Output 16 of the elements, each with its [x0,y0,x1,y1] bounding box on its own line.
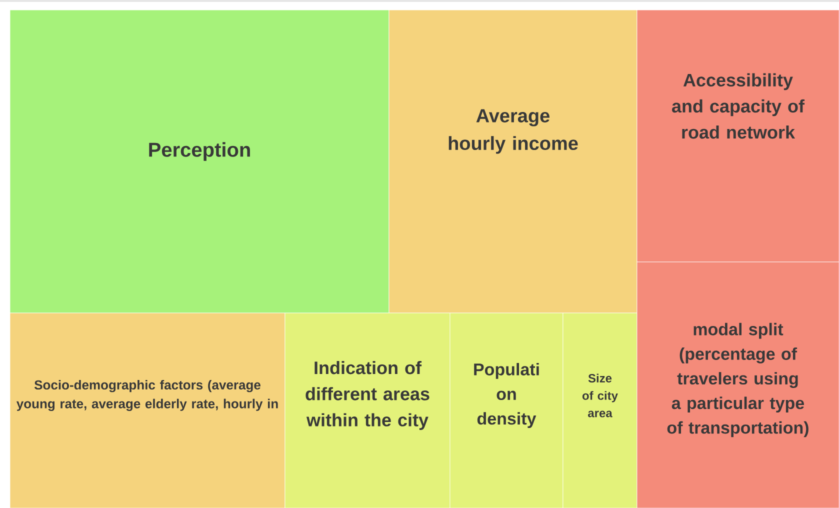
tile-label: Socio-demographic factors (average young rate, average elderly rate, hourly in [16,380,278,411]
treemap-tile [450,312,564,508]
tile-label: modal split (percentage of travelers using a particular type of transportation) [667,322,808,438]
tile-label: Perception [149,142,250,161]
treemap-tile [284,312,450,508]
treemap-tile [636,10,839,262]
tile-label: Indication of different areas within the city [306,361,430,430]
tile-label: Populati on density [474,362,539,428]
treemap-tile [636,262,839,508]
treemap-tile [10,10,390,314]
tile-label: Accessibility and capacity of road network [672,73,805,139]
tile-label: Size of city area [582,374,618,418]
treemap-tile [10,312,286,508]
tile-label: Average hourly income [448,109,578,154]
treemap-tile [388,10,638,314]
treemap-tile [562,312,638,508]
